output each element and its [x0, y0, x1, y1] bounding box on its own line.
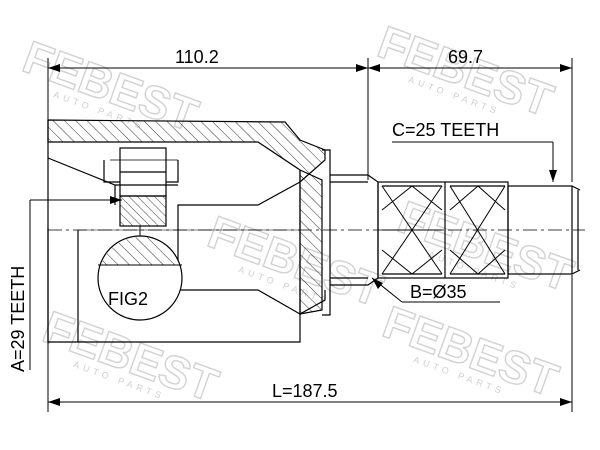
- inner-teeth-label: A=29 TEETH: [8, 266, 28, 372]
- splined-shaft: [377, 181, 581, 279]
- dimension-housing-length: 110.2: [48, 47, 368, 72]
- outer-teeth-callout: C=25 TEETH: [392, 120, 557, 182]
- watermark-group: FEBEST AUTO PARTS FEBEST AUTO PARTS FEBE…: [16, 15, 581, 412]
- dimension-shaft-length: 69.7: [368, 47, 572, 72]
- seal-diameter-label: B=Ø35: [410, 282, 467, 302]
- shaft-length-label: 69.7: [448, 47, 483, 67]
- watermark-brand: FEBEST: [377, 296, 565, 407]
- outer-race-housing: [47, 119, 331, 343]
- dimension-total-length: L=187.5: [48, 381, 572, 406]
- inner-teeth-callout: A=29 TEETH: [8, 196, 122, 372]
- ball-cage-detail: [103, 147, 179, 227]
- watermark-brand: FEBEST: [202, 206, 390, 317]
- total-length-label: L=187.5: [272, 381, 338, 401]
- outer-teeth-label: C=25 TEETH: [392, 120, 499, 140]
- watermark-brand: FEBEST: [372, 16, 560, 127]
- fig2-label: FIG2: [108, 289, 148, 309]
- seal-diameter-callout: B=Ø35: [371, 277, 500, 303]
- housing-length-label: 110.2: [175, 47, 219, 67]
- fig2-detail: FIG2: [97, 226, 183, 321]
